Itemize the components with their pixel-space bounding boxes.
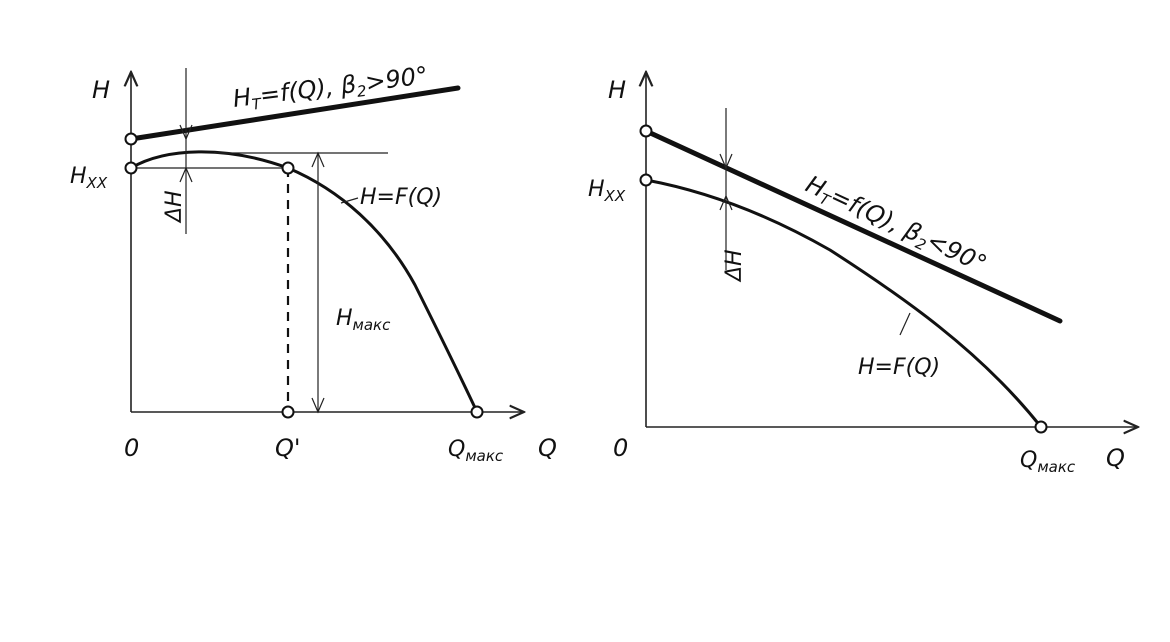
left-delta-h-label: ΔH — [162, 190, 187, 224]
left-axis-q-label: Q — [538, 434, 557, 462]
left-hxx-sub: XX — [86, 174, 108, 192]
right-panel: H 0 HXX ΔH HT=f(Q), β2<90° H=F(Q) Qмакс … — [588, 72, 1138, 476]
right-ht-line — [643, 128, 1063, 324]
left-hxx-label: HXX — [70, 164, 108, 192]
left-hxx-main: H — [70, 164, 87, 189]
right-qmax-sub: макс — [1037, 458, 1076, 476]
right-ht-label: HT=f(Q), β2<90° — [800, 170, 991, 281]
left-ht-beta-sub: 2 — [356, 82, 368, 101]
left-delta-h-arrow-top — [179, 124, 193, 141]
right-delta-h-arrow-bottom — [719, 194, 733, 211]
right-delta-h-arrow-top — [719, 153, 733, 170]
left-hmax-arrow-bottom — [311, 397, 325, 414]
right-delta-h-label: ΔH — [722, 249, 747, 283]
left-hmax-main: H — [336, 306, 353, 331]
right-axis-h-label: H — [608, 76, 626, 104]
right-hxx-main: H — [588, 177, 605, 202]
left-qprime-point — [281, 405, 295, 419]
left-qmax-sub: макс — [465, 447, 504, 465]
right-qmax-label: Qмакс — [1020, 448, 1076, 476]
right-ht-intercept-point — [639, 124, 653, 138]
left-ht-main: H — [231, 83, 252, 113]
left-hf-label: H=F(Q) — [360, 185, 442, 210]
left-hf-leader — [340, 197, 359, 204]
left-axis-h-label: H — [92, 76, 110, 104]
right-hxx-label: HXX — [588, 177, 626, 205]
right-axis-q-label: Q — [1106, 444, 1125, 472]
right-hf-curve — [645, 178, 1043, 428]
left-qmax-label: Qмакс — [448, 437, 504, 465]
left-operating-point — [281, 161, 295, 175]
right-qmax-point — [1034, 420, 1048, 434]
left-qmax-point — [470, 405, 484, 419]
left-hxx-point — [124, 161, 138, 175]
left-ht-intercept-point — [124, 132, 138, 146]
left-hmax-sub: макс — [353, 316, 392, 334]
left-delta-h-arrow-bottom — [179, 166, 193, 183]
left-hf-curve — [130, 150, 479, 413]
left-qmax-main: Q — [448, 437, 465, 462]
left-hmax-arrow-top — [311, 151, 325, 168]
left-qprime-label: Q' — [275, 434, 301, 462]
left-hmax-label: Hмакс — [336, 306, 391, 334]
left-panel: H 0 HT=f(Q), β2>90° HXX ΔH H=F(Q) Hмакс … — [70, 61, 557, 465]
left-origin-label: 0 — [124, 434, 139, 462]
left-ht-cond: >90° — [364, 61, 430, 96]
right-ht-cond: <90° — [922, 226, 991, 278]
right-hxx-point — [639, 173, 653, 187]
right-hxx-sub: XX — [604, 187, 626, 205]
right-qmax-main: Q — [1020, 448, 1037, 473]
right-hf-leader — [899, 312, 911, 336]
right-hf-label: H=F(Q) — [858, 355, 940, 380]
right-origin-label: 0 — [613, 434, 628, 462]
